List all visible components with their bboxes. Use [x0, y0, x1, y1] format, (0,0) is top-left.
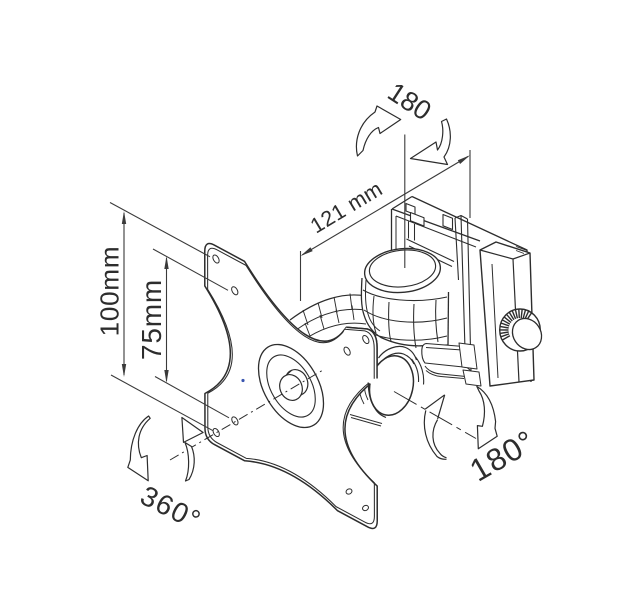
svg-text:100mm: 100mm	[95, 246, 125, 337]
svg-text:75mm: 75mm	[136, 279, 167, 360]
